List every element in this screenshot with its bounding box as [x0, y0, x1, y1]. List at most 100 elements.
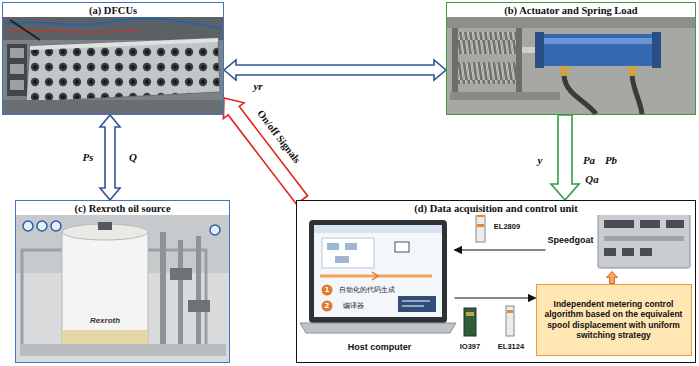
signal-name: y: [538, 154, 543, 166]
oil-source-photo: [98, 222, 112, 230]
photo-panel: (a) DFCUs: [2, 2, 224, 115]
host-laptop: [395, 242, 409, 252]
actuator-photo: [447, 16, 695, 28]
host-laptop: [327, 243, 339, 250]
signal-name: Q: [129, 151, 137, 163]
speedgoat-device: [640, 220, 660, 228]
io-module: [506, 306, 514, 336]
oil-source-photo: [160, 232, 166, 344]
host-computer: Host computer: [305, 215, 455, 355]
module-name: EL3124: [498, 342, 524, 351]
oil-source-photo: [170, 268, 192, 280]
host-laptop: [402, 301, 430, 306]
oil-source-photo: [16, 215, 229, 362]
signal-arrow: [455, 297, 536, 298]
speedgoat-device: [598, 206, 694, 268]
panel-title: (a) DFCUs: [3, 3, 223, 17]
node-label: Host computer: [348, 342, 412, 353]
screen-text: 编译器: [343, 302, 364, 311]
actuator-photo: [540, 38, 656, 44]
panel-title: (d) Data acquisition and control unit: [297, 201, 695, 215]
signal-name: Pb: [605, 154, 617, 166]
speedgoat-device: [622, 248, 634, 256]
host-laptop: [322, 285, 333, 296]
algorithm-box: Independent metering control algorithm b…: [536, 284, 692, 356]
speedgoat-device: [604, 220, 634, 228]
io-module: [466, 312, 474, 316]
host-laptop: [345, 243, 357, 250]
actuator-photo: [452, 28, 458, 92]
speedgoat-device: [604, 248, 616, 256]
host-laptop: [300, 220, 456, 333]
panel-title: (c) Rexroth oil source: [16, 201, 229, 215]
dfcu-photo: [10, 20, 40, 40]
speedgoat-device: [640, 248, 652, 256]
host-laptop: [314, 225, 442, 233]
block-arrow: [100, 115, 120, 200]
dfcu-photo: [10, 80, 24, 90]
actuator-photo: [560, 66, 569, 76]
brand-logo: Rexroth: [90, 316, 120, 325]
host-laptop: [372, 272, 378, 280]
host-laptop: [398, 296, 436, 312]
module-name: IO397: [460, 342, 480, 351]
io-module: [464, 308, 476, 336]
signal-name: Pa: [583, 154, 595, 166]
block-arrow: [607, 272, 618, 284]
actuator-photo: [564, 76, 596, 114]
dfcu-photo: [7, 44, 27, 96]
oil-source-photo: [37, 221, 47, 231]
actuator-photo: [458, 62, 516, 84]
step-number: 2: [325, 302, 330, 310]
block-arrow: [223, 98, 307, 204]
oil-source-photo: [210, 225, 220, 235]
oil-source-photo: [23, 221, 33, 231]
actuator-photo: [632, 76, 642, 114]
dfcu-photo: [10, 48, 24, 58]
speedgoat-device: [666, 220, 684, 228]
host-laptop: [322, 301, 333, 312]
actuator-photo: [447, 16, 695, 114]
dfcu-photo: [3, 16, 224, 40]
host-laptop: [300, 323, 456, 333]
module-name: EL2809: [494, 222, 520, 231]
oil-source-photo: [20, 344, 226, 356]
actuator-photo: [538, 34, 658, 66]
host-laptop: [314, 225, 442, 317]
oil-source-photo: [16, 215, 229, 362]
block-arrow: [551, 115, 579, 200]
speedgoat-device: [604, 236, 684, 241]
dfcu-photo: [3, 100, 224, 114]
signal-name: yr: [253, 80, 262, 92]
oil-source-photo: [62, 330, 148, 344]
oil-source-photo: [178, 240, 183, 344]
host-laptop: [335, 256, 349, 263]
node-label: Independent metering control algorithm b…: [541, 299, 687, 341]
io-module: [507, 310, 513, 313]
dfcu-photo: [10, 64, 24, 74]
host-laptop: [322, 238, 374, 268]
actuator-photo: [628, 66, 637, 76]
speedgoat-device: [598, 212, 690, 268]
photo-panel: (c) Rexroth oil source: [15, 200, 230, 363]
oil-source-photo: [51, 221, 61, 231]
target-computer: Speedgoat: [546, 210, 693, 272]
actuator-photo: [652, 32, 661, 68]
oil-source-photo: [62, 232, 148, 342]
dfcu-photo: [26, 38, 220, 102]
actuator-photo: [450, 92, 560, 100]
actuator-photo: [458, 32, 516, 54]
step-number: 1: [325, 286, 330, 294]
actuator-photo: [447, 16, 695, 114]
signal-name: Ps: [83, 151, 94, 163]
dfcu-photo: [3, 16, 224, 114]
signal-name: Qa: [585, 173, 598, 185]
dfcu-photo: [6, 18, 220, 28]
dfcu-photo: [3, 16, 224, 114]
panel-title: (b) Actuator and Spring Load: [447, 3, 695, 17]
photo-panel: (b) Actuator and Spring Load: [446, 2, 696, 115]
host-laptop: [309, 220, 447, 323]
dfcu-photo: [30, 38, 218, 50]
screen-text: 自动化的代码生成: [339, 286, 395, 295]
